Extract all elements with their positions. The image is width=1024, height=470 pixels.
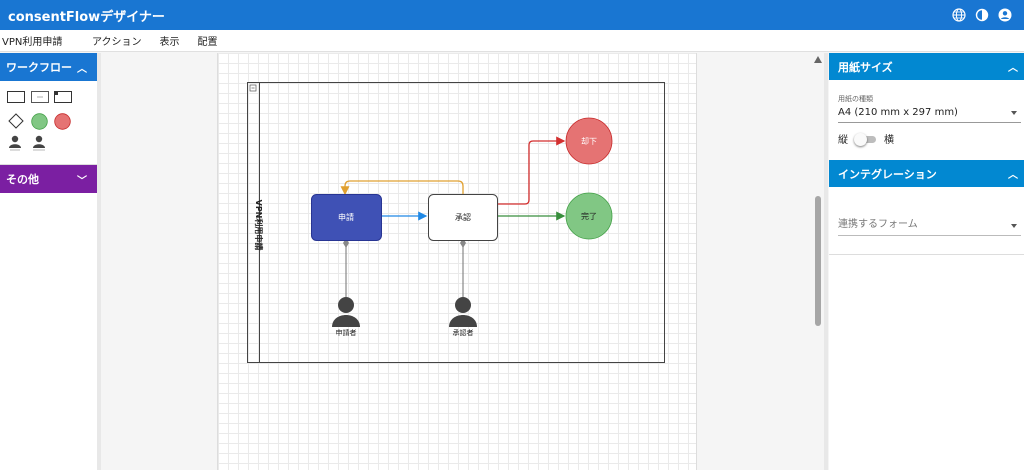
chevron-up-icon[interactable]: ︿: [1008, 170, 1018, 181]
reject-label: 却下: [581, 136, 597, 146]
right-panel: 用紙サイズ ︿ 用紙の種類 A4 (210 mm x 297 mm) 縦 横 イ…: [829, 53, 1024, 470]
menu-arrange[interactable]: 配置: [197, 37, 218, 48]
orientation-switch[interactable]: [854, 132, 878, 146]
paper-size-header[interactable]: 用紙サイズ ︿: [829, 53, 1024, 80]
approver-connector[interactable]: [460, 238, 466, 297]
applicant-label: 申請者: [336, 328, 357, 337]
diagram-canvas[interactable]: VPN利用申請 申請 承認: [101, 53, 813, 470]
applicant-person-icon[interactable]: [8, 135, 22, 151]
globe-icon[interactable]: [952, 8, 966, 22]
apply-task[interactable]: 申請: [311, 194, 382, 241]
workflow-palette: [0, 81, 97, 165]
subprocess-shape-icon[interactable]: [31, 91, 49, 103]
portrait-label: 縦: [838, 135, 848, 146]
diagram-sheet: VPN利用申請 申請 承認: [217, 53, 697, 470]
left-splitter[interactable]: [97, 53, 101, 470]
flow-approve-to-reject[interactable]: [498, 136, 566, 205]
account-icon[interactable]: [998, 8, 1012, 22]
workflow-section-label: ワークフロー: [6, 61, 72, 74]
linked-form-placeholder[interactable]: 連携するフォーム: [838, 209, 1021, 236]
chevron-down-icon[interactable]: ﹀: [77, 175, 87, 187]
right-splitter[interactable]: [824, 53, 828, 470]
app-title: consentFlowデザイナー: [8, 9, 165, 25]
pool-label: VPN利用申請: [254, 200, 264, 251]
menu-view[interactable]: 表示: [159, 37, 180, 48]
call-activity-shape-icon[interactable]: [54, 91, 72, 103]
applicant-actor[interactable]: 申請者: [332, 297, 360, 337]
approver-person-icon[interactable]: [32, 135, 46, 151]
complete-end-node[interactable]: 完了: [565, 192, 613, 240]
diagram-svg: VPN利用申請 申請 承認: [247, 82, 665, 363]
other-section-label: その他: [6, 173, 39, 186]
document-name: VPN利用申請: [2, 37, 63, 48]
dropdown-arrow-icon[interactable]: [1011, 111, 1017, 115]
chevron-up-icon[interactable]: ︿: [77, 63, 87, 75]
workflow-section-header[interactable]: ワークフロー ︿: [0, 53, 97, 81]
menu-action[interactable]: アクション: [92, 37, 142, 48]
reject-end-node[interactable]: 却下: [565, 117, 613, 165]
canvas-scrollbar[interactable]: [812, 53, 824, 470]
orientation-toggle: 縦 横: [838, 131, 1024, 146]
panel-divider: [829, 254, 1024, 255]
approve-task[interactable]: 承認: [428, 194, 498, 241]
other-section-header[interactable]: その他 ﹀: [0, 165, 97, 193]
end-ok-shape-icon[interactable]: [31, 113, 48, 130]
approver-actor[interactable]: 承認者: [449, 297, 477, 337]
dropdown-arrow-icon[interactable]: [1011, 224, 1017, 228]
integration-header[interactable]: インテグレーション ︿: [829, 160, 1024, 187]
left-panel: ワークフロー ︿ その他 ﹀: [0, 53, 97, 470]
paper-type-label: 用紙の種類: [838, 95, 873, 103]
applicant-connector[interactable]: [343, 238, 349, 297]
paper-type-value[interactable]: A4 (210 mm x 297 mm): [838, 104, 1021, 123]
complete-label: 完了: [581, 211, 597, 221]
contrast-icon[interactable]: [975, 8, 989, 22]
approve-task-label: 承認: [455, 212, 471, 222]
pool[interactable]: VPN利用申請: [247, 82, 665, 363]
paper-type-select[interactable]: 用紙の種類 A4 (210 mm x 297 mm): [838, 94, 1021, 123]
gateway-shape-icon[interactable]: [8, 113, 24, 129]
scrollbar-thumb[interactable]: [815, 196, 821, 326]
switch-knob[interactable]: [854, 132, 867, 146]
person-icon: [455, 297, 471, 313]
paper-size-title: 用紙サイズ: [838, 60, 893, 74]
linked-form-select[interactable]: 連携するフォーム: [838, 209, 1021, 236]
integration-title: インテグレーション: [838, 167, 937, 181]
apply-task-label: 申請: [338, 212, 354, 222]
chevron-up-icon[interactable]: ︿: [1008, 63, 1018, 74]
end-ng-shape-icon[interactable]: [54, 113, 71, 130]
menu-bar: VPN利用申請 アクション 表示 配置: [0, 30, 1024, 52]
person-icon: [338, 297, 354, 313]
scroll-up-icon[interactable]: [814, 56, 822, 63]
landscape-label: 横: [884, 135, 894, 146]
flow-return-arrow[interactable]: [340, 180, 464, 196]
approver-label: 承認者: [453, 328, 474, 337]
task-shape-icon[interactable]: [7, 91, 25, 103]
app-bar: consentFlowデザイナー: [0, 0, 1024, 30]
